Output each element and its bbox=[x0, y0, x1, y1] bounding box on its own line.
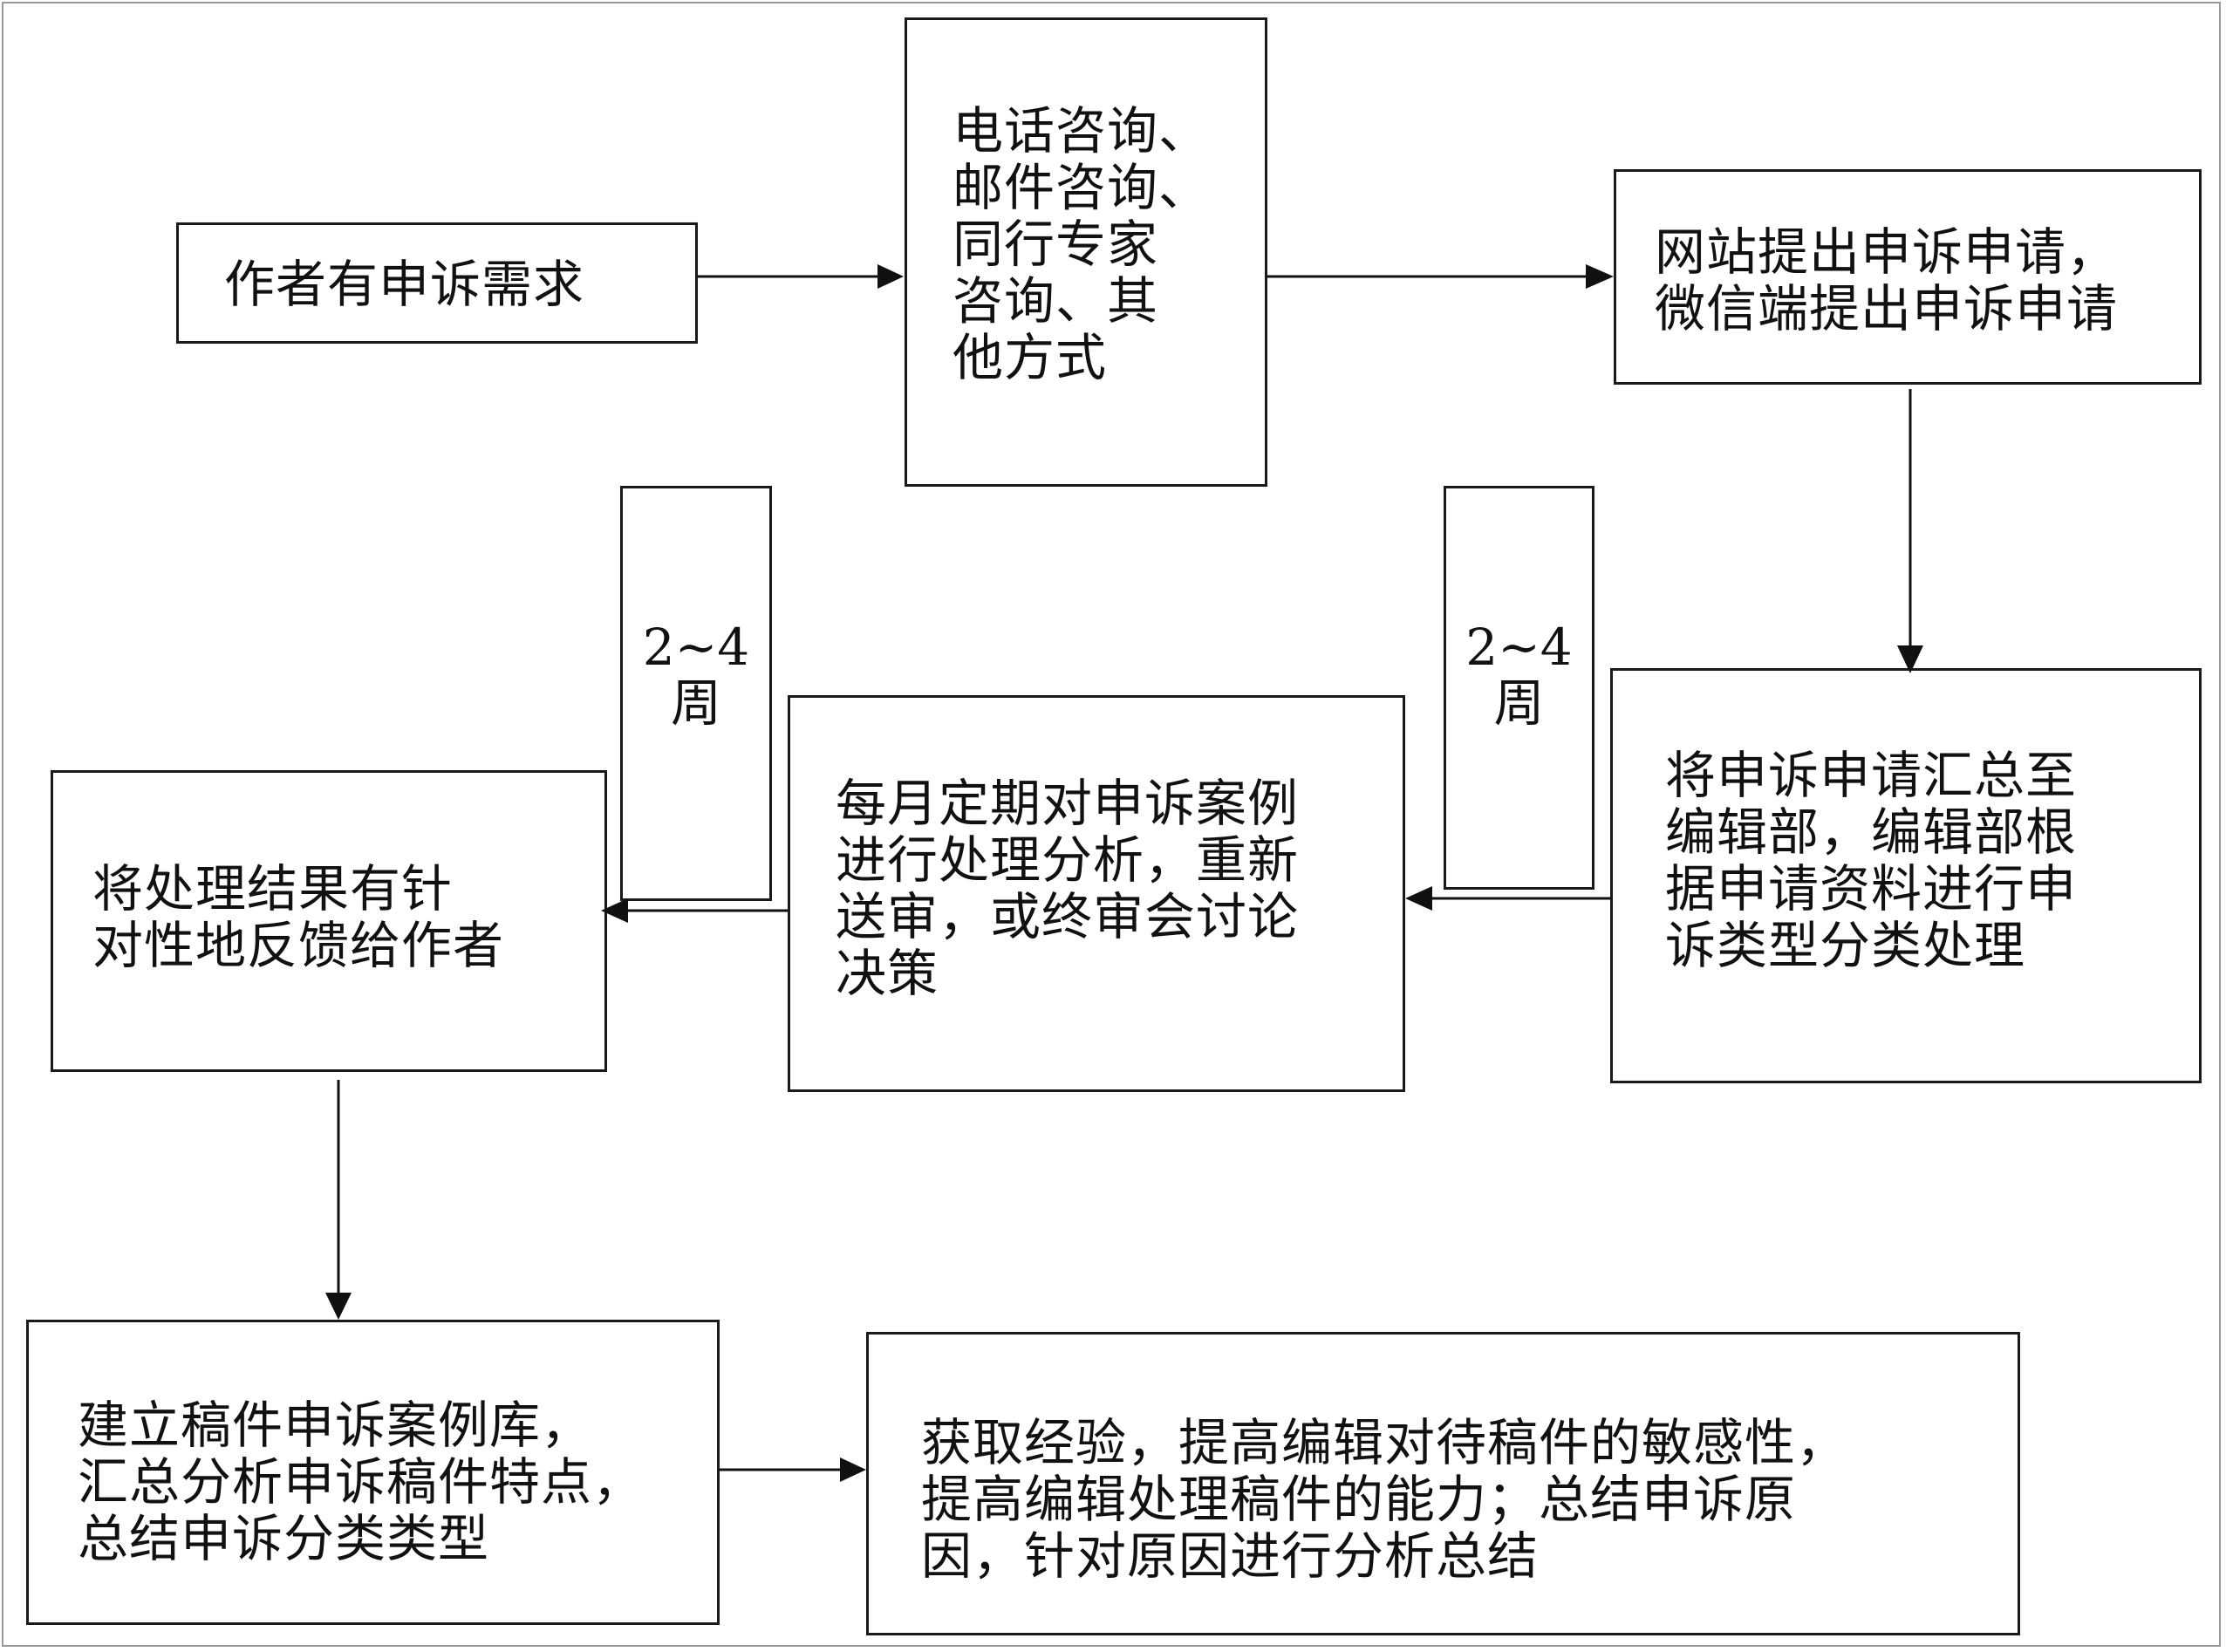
box-consultation: 电话咨询、 邮件咨询、 同行专家 咨询、其 他方式 bbox=[905, 17, 1267, 487]
box-summarize: 将申诉申请汇总至 编辑部，编辑部根 据申请资料进行申 诉类型分类处理 bbox=[1610, 668, 2202, 1083]
duration-left-unit: 周 bbox=[670, 673, 721, 733]
box-author-need: 作者有申诉需求 bbox=[176, 222, 698, 344]
box-author-need-text: 作者有申诉需求 bbox=[224, 255, 585, 314]
box-monthly-analysis: 每月定期对申诉案例 进行处理分析，重新 送审，或终审会讨论 决策 bbox=[788, 695, 1405, 1092]
box-online-application-text: 网站提出申诉申请， 微信端提出申诉申请 bbox=[1655, 222, 2119, 338]
box-summarize-text: 将申诉申请汇总至 编辑部，编辑部根 据申请资料进行申 诉类型分类处理 bbox=[1665, 746, 2078, 975]
duration-left-value: 2~4 bbox=[642, 618, 750, 677]
box-monthly-analysis-text: 每月定期对申诉案例 进行处理分析，重新 送审，或终审会讨论 决策 bbox=[836, 774, 1300, 1003]
duration-right-unit: 周 bbox=[1493, 673, 1545, 733]
box-feedback-text: 将处理结果有针 对性地反馈给作者 bbox=[92, 859, 505, 975]
box-case-database: 建立稿件申诉案例库， 汇总分析申诉稿件特点， 总结申诉分类类型 bbox=[26, 1320, 720, 1625]
box-feedback: 将处理结果有针 对性地反馈给作者 bbox=[51, 770, 607, 1072]
box-consultation-text: 电话咨询、 邮件咨询、 同行专家 咨询、其 他方式 bbox=[953, 101, 1211, 387]
duration-box-right: 2~4 周 bbox=[1444, 486, 1594, 890]
duration-box-left: 2~4 周 bbox=[620, 486, 772, 901]
box-online-application: 网站提出申诉申请， 微信端提出申诉申请 bbox=[1614, 169, 2202, 385]
duration-right-value: 2~4 bbox=[1465, 618, 1573, 677]
box-experience: 获取经验，提高编辑对待稿件的敏感性， 提高编辑处理稿件的能力；总结申诉原 因，针… bbox=[866, 1332, 2020, 1635]
box-experience-text: 获取经验，提高编辑对待稿件的敏感性， 提高编辑处理稿件的能力；总结申诉原 因，针… bbox=[921, 1413, 1848, 1586]
box-case-database-text: 建立稿件申诉案例库， 汇总分析申诉稿件特点， 总结申诉分类类型 bbox=[78, 1396, 645, 1568]
